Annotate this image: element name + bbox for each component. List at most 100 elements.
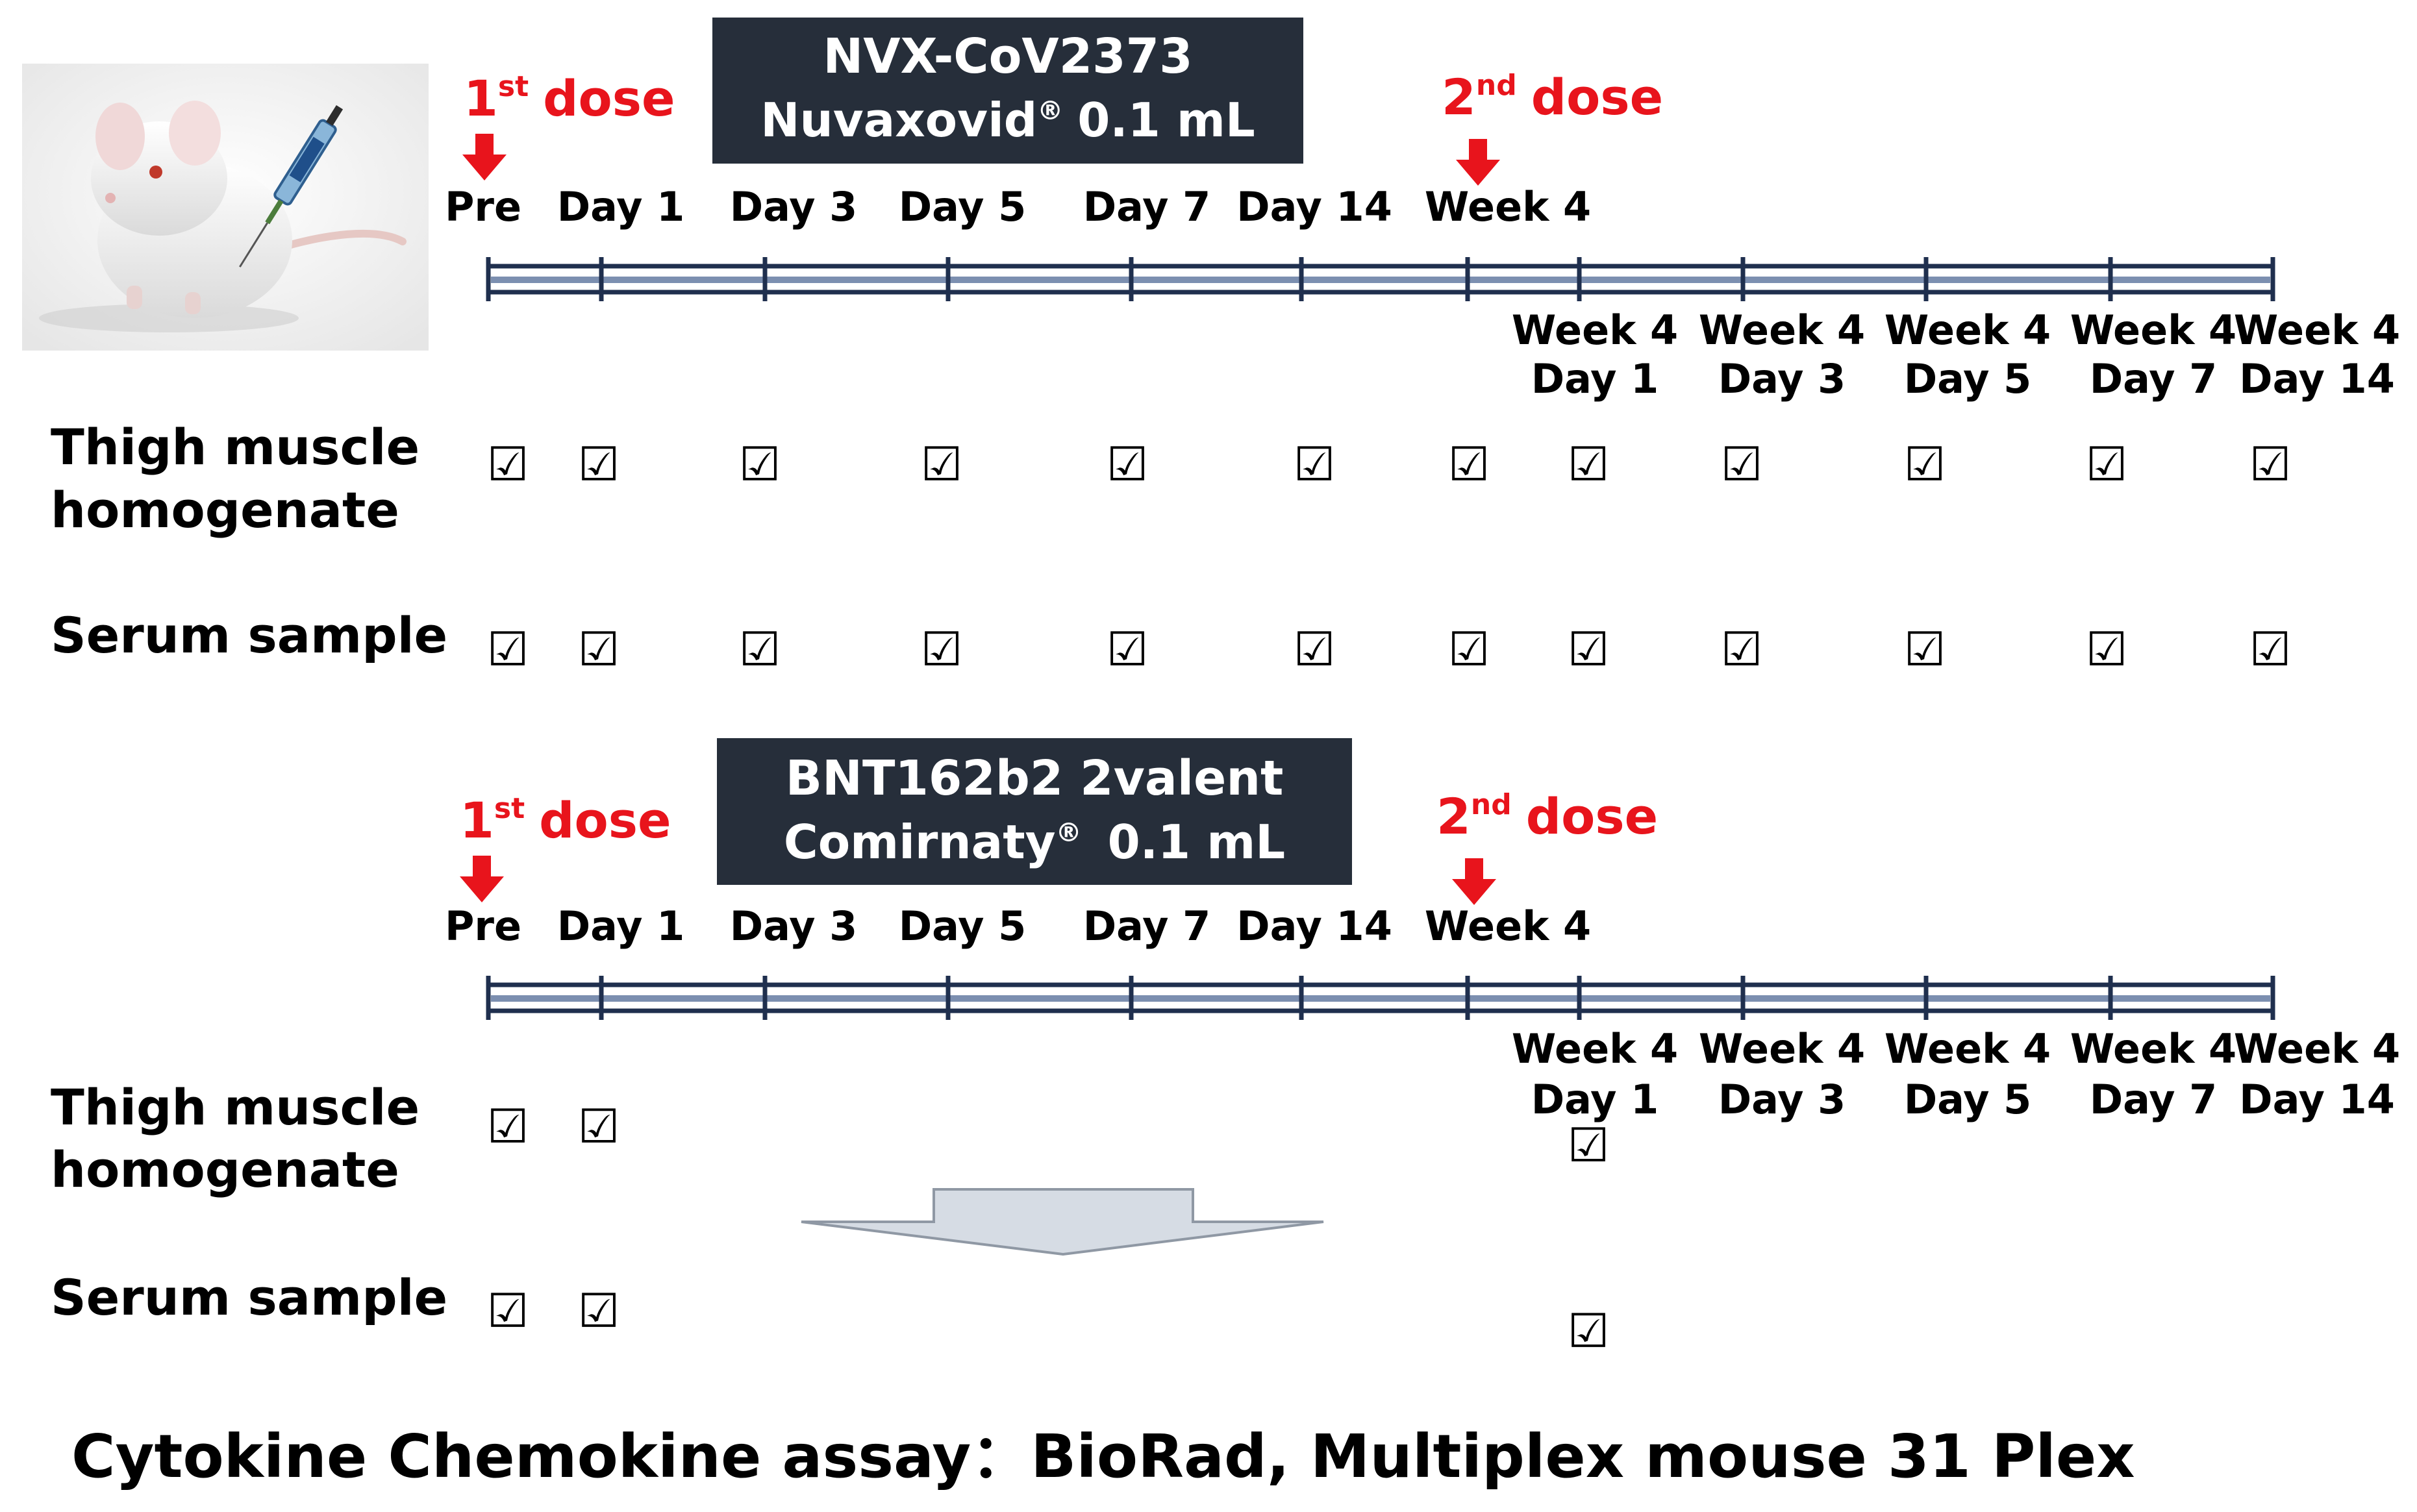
brand-name: Comirnaty [784,815,1056,869]
checkbox-checked-icon: ☑ [2086,437,2128,491]
timepoint-label: Day 5 [899,902,1027,950]
timepoint-label: Day 5 [1904,355,2032,403]
checkbox-checked-icon: ☑ [921,437,963,491]
red-down-arrow-icon [1456,139,1500,186]
timeline-bar [486,257,2275,301]
timepoint-label: Day 1 [557,902,685,950]
brand-name: Nuvaxovid [760,93,1037,147]
assay-footer: Cytokine Chemokine assay：BioRad, Multipl… [71,1422,2135,1491]
red-down-arrow-icon [460,856,504,902]
checkbox-checked-icon: ☑ [1107,622,1149,676]
timepoint-label: Day 3 [1718,355,1846,403]
checkbox-checked-icon: ☑ [1568,437,1610,491]
checkbox-checked-icon: ☑ [487,1099,529,1154]
timepoint-label: Week 4 [1885,1025,2051,1072]
timepoint-label: Day 14 [2239,1076,2395,1123]
timepoint-label: Day 1 [1531,355,1659,403]
timepoint-label: Pre [445,902,521,950]
checkbox-checked-icon: ☑ [1107,437,1149,491]
second-dose-word: dose [1526,787,1658,845]
timepoint-label: Week 4 [1512,306,1678,354]
timepoint-label: Week 4 [2070,1025,2236,1072]
timepoint-label: Week 4 [2234,306,2400,354]
vaccine-title-box [712,18,1303,164]
red-down-arrow-icon [1452,858,1496,905]
checkbox-checked-icon: ☑ [1568,1304,1610,1358]
first-dose-number: 1 [460,791,494,849]
sample-type-label: homogenate [51,1141,399,1198]
second-dose-suffix: nd [1476,69,1517,102]
checkbox-checked-icon: ☑ [1904,437,1946,491]
timepoint-label: Day 7 [2090,1076,2218,1123]
timepoint-label: Day 7 [1083,902,1211,950]
checkbox-checked-icon: ☑ [1721,622,1763,676]
first-dose-word: dose [539,791,671,849]
first-dose-suffix: st [498,70,529,103]
checkbox-checked-icon: ☑ [1448,622,1490,676]
checkbox-checked-icon: ☑ [2249,622,2292,676]
brand-mark: ® [1037,96,1063,126]
checkbox-checked-icon: ☑ [739,437,781,491]
timepoint-label: Week 4 [1699,306,1865,354]
vaccine-name: NVX-CoV2373 [823,29,1192,84]
first-dose-word: dose [543,69,675,127]
sample-type-label: homogenate [51,481,399,539]
checkbox-checked-icon: ☑ [1294,437,1336,491]
timepoint-label: Week 4 [1512,1025,1678,1072]
sample-rows: Thigh musclehomogenate☑☑☑☑☑☑☑☑☑☑☑☑Serum … [51,418,2291,676]
first-dose-number: 1 [464,69,498,127]
timepoint-label: Day 7 [1083,183,1211,230]
timepoint-label: Day 5 [1904,1076,2032,1123]
second-dose-number: 2 [1436,787,1471,845]
timepoint-label: Day 7 [2090,355,2218,403]
timepoint-label: Day 3 [1718,1076,1846,1123]
timepoint-label: Day 14 [1236,902,1392,950]
red-down-arrow-icon [462,134,507,180]
first-dose-suffix: st [494,792,525,825]
timeline-inner-band [491,995,2270,1002]
timepoint-label: Week 4 [1885,306,2051,354]
checkbox-checked-icon: ☑ [921,622,963,676]
mouse-with-syringe-illustration [22,64,429,351]
timepoint-label: Day 5 [899,183,1027,230]
sample-type-label: Thigh muscle [51,418,420,476]
timepoint-label: Week 4 [2070,306,2236,354]
brand-mark: ® [1056,818,1082,848]
checkbox-checked-icon: ☑ [578,622,620,676]
checkbox-checked-icon: ☑ [578,437,620,491]
second-dose-suffix: nd [1471,788,1512,821]
timepoint-label: Week 4 [1425,902,1591,950]
dose-volume: 0.1 mL [1077,93,1255,147]
timeline-inner-band [491,277,2270,283]
checkbox-checked-icon: ☑ [1904,622,1946,676]
checkbox-checked-icon: ☑ [2249,437,2292,491]
timepoint-label: Day 14 [1236,183,1392,230]
checkbox-checked-icon: ☑ [487,622,529,676]
gray-down-arrow-shape [801,1188,1324,1256]
checkbox-checked-icon: ☑ [739,622,781,676]
timepoint-label: Day 1 [1531,1076,1659,1123]
timepoint-label: Week 4 [1425,183,1591,230]
checkbox-checked-icon: ☑ [1294,622,1336,676]
timepoint-label: Day 3 [730,183,858,230]
vaccine-name: BNT162b2 2valent [786,750,1284,806]
timepoint-label: Week 4 [2234,1025,2400,1072]
vaccine-brand-line: Comirnaty®0.1 mL [784,815,1285,869]
timepoint-label: Pre [445,183,521,230]
checkbox-checked-icon: ☑ [1568,1118,1610,1172]
sample-type-label: Serum sample [51,1269,447,1326]
checkbox-checked-icon: ☑ [487,1283,529,1338]
timepoint-label: Day 3 [730,902,858,950]
top-timepoint-labels: Pre Day 1 Day 3 Day 5 Day 7 Day 14 Week 4 [445,902,1591,950]
